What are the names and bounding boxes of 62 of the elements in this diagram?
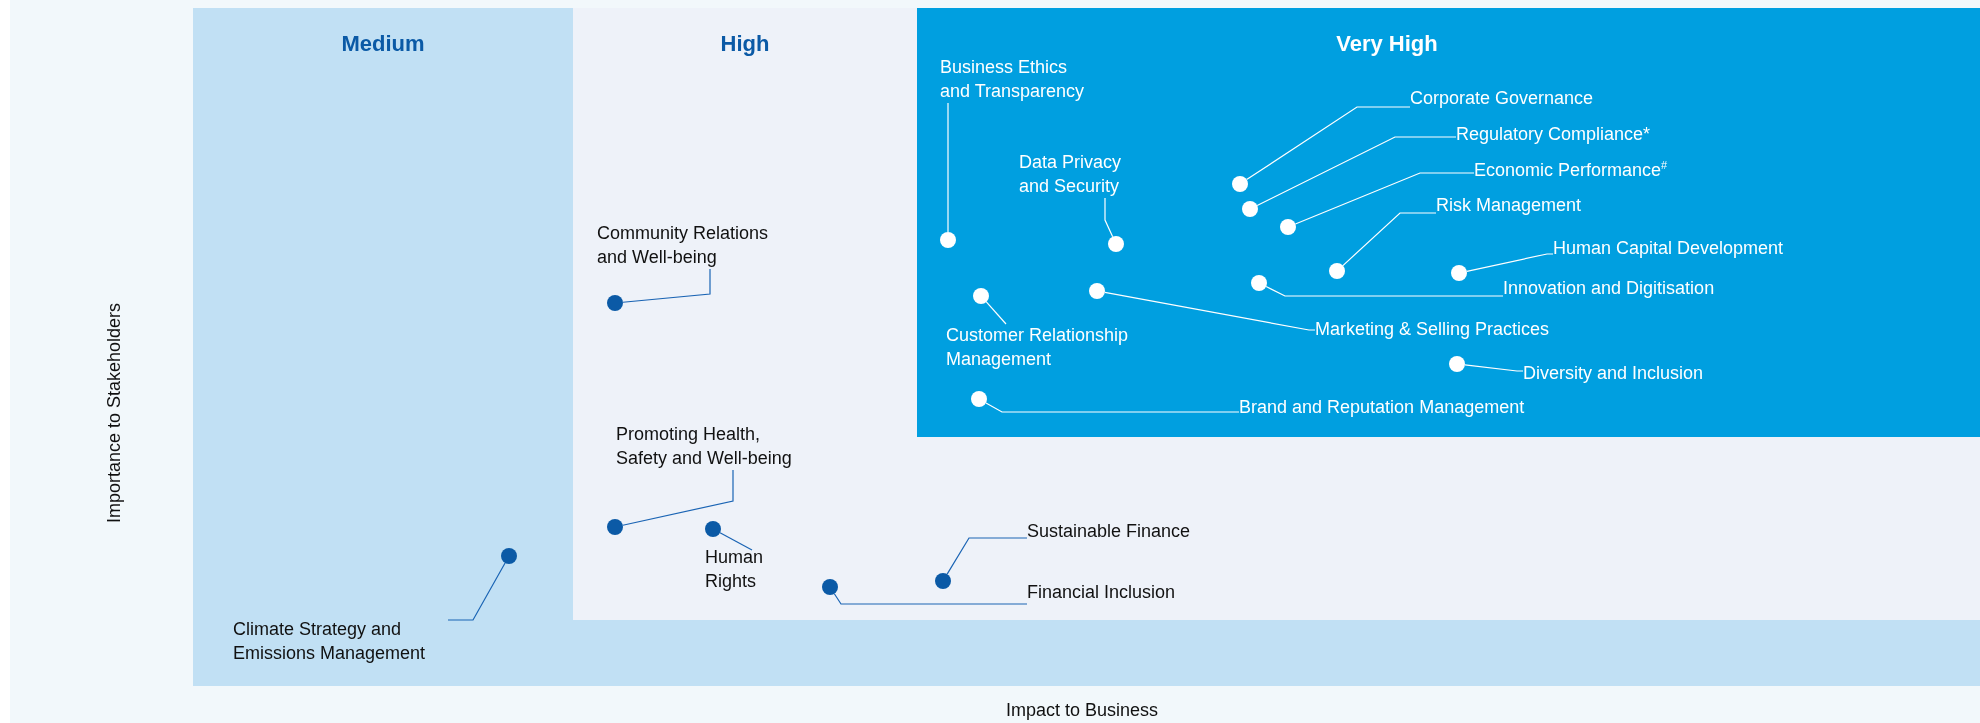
marker-dot xyxy=(971,391,987,407)
marker-dot xyxy=(607,519,623,535)
leader-line xyxy=(1104,197,1114,238)
marker-dot xyxy=(1251,275,1267,291)
marker-dot xyxy=(607,295,623,311)
marker-dot xyxy=(1089,283,1105,299)
topic-label: Marketing & Selling Practices xyxy=(1315,317,1550,341)
marker-dot xyxy=(973,288,989,304)
leader-line xyxy=(622,469,734,526)
marker-dot xyxy=(501,548,517,564)
leader-line xyxy=(985,402,1240,413)
marker-dot xyxy=(935,573,951,589)
leader-line xyxy=(447,562,506,621)
topic-label: Corporate Governance xyxy=(1410,86,1594,110)
leader-line xyxy=(1256,136,1457,207)
topic-label: Financial Inclusion xyxy=(1027,580,1176,604)
marker-dot xyxy=(705,521,721,537)
leader-line xyxy=(1294,172,1475,225)
topic-label: Risk Management xyxy=(1436,193,1582,217)
marker-dot xyxy=(1108,236,1124,252)
marker-dot xyxy=(1329,263,1345,279)
topic-label: Promoting Health, Safety and Well-being xyxy=(616,422,806,470)
marker-dot xyxy=(1232,176,1248,192)
marker-dot xyxy=(1280,219,1296,235)
topic-label: Sustainable Finance xyxy=(1027,519,1191,543)
marker-dot xyxy=(1451,265,1467,281)
topic-label: Innovation and Digitisation xyxy=(1503,276,1715,300)
topic-label: Diversity and Inclusion xyxy=(1523,361,1704,385)
leader-line xyxy=(622,268,711,303)
leader-line xyxy=(1265,285,1504,297)
marker-dot xyxy=(822,579,838,595)
rating-band xyxy=(193,8,1980,686)
axis-title: Impact to Business xyxy=(1005,699,1159,722)
topic-label: Human Capital Development xyxy=(1553,236,1784,260)
topic-label: Economic Performance$^{#}$ xyxy=(1474,158,1668,182)
leader-line xyxy=(719,532,753,551)
band-heading: Medium xyxy=(340,30,426,58)
leader-line xyxy=(947,102,949,233)
topic-label: Regulatory Compliance* xyxy=(1456,122,1651,146)
topic-label: Community Relations and Well-being xyxy=(597,221,797,269)
marker-dot xyxy=(1449,356,1465,372)
rating-band xyxy=(917,8,1980,437)
topic-label: Brand and Reputation Management xyxy=(1239,395,1525,419)
leader-line xyxy=(985,301,1007,325)
rating-band xyxy=(573,8,1980,620)
topic-label: Climate Strategy and Emissions Management xyxy=(233,617,448,665)
marker-dot xyxy=(940,232,956,248)
leader-line xyxy=(1104,291,1316,331)
band-heading: Very High xyxy=(1335,30,1439,58)
leader-line xyxy=(946,537,1028,575)
axis-title: Importance to Stakeholders xyxy=(103,302,125,524)
topic-label: Human Rights xyxy=(705,545,775,593)
topic-label: Data Privacy and Security xyxy=(1019,150,1149,198)
topic-label: Business Ethics and Transparency xyxy=(940,55,1090,103)
leader-line xyxy=(1342,212,1437,267)
leader-line xyxy=(1246,106,1411,181)
leader-line xyxy=(833,593,1028,605)
leader-line xyxy=(1466,253,1554,272)
leader-line xyxy=(1464,364,1524,372)
marker-dot xyxy=(1242,201,1258,217)
topic-label: Customer Relationship Management xyxy=(946,323,1161,371)
band-heading: High xyxy=(719,30,771,58)
